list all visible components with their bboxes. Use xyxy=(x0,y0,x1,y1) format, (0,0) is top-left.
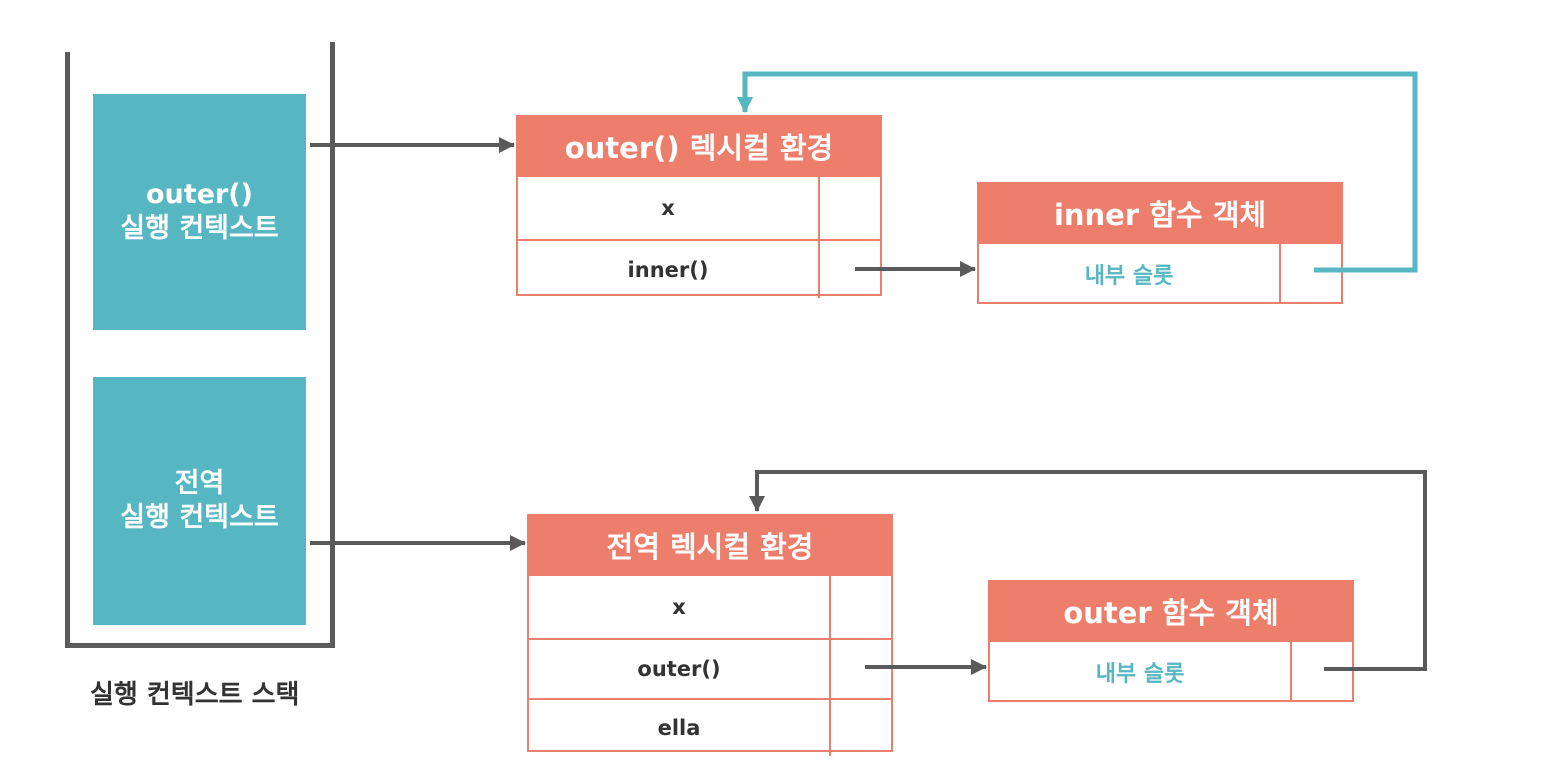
global-env-row-ella: ella xyxy=(529,698,891,756)
global-env-row-x-name: x xyxy=(672,595,686,619)
outer-env-row-inner-value xyxy=(818,241,880,298)
global-execution-context: 전역 실행 컨텍스트 xyxy=(93,377,306,625)
outer-function-object: outer 함수 객체 내부 슬롯 xyxy=(988,580,1354,702)
outer-execution-context: outer() 실행 컨텍스트 xyxy=(93,94,306,330)
inner-fn-slot-row: 내부 슬롯 xyxy=(979,242,1341,304)
stack-right-wall xyxy=(330,42,335,648)
outer-fn-slot-row: 내부 슬롯 xyxy=(990,640,1352,702)
global-lexical-environment: 전역 렉시컬 환경 x outer() ella xyxy=(527,514,893,756)
global-context-line2: 실행 컨텍스트 xyxy=(120,502,279,533)
outer-fn-slot-value xyxy=(1290,642,1352,702)
outer-fn-title: outer 함수 객체 xyxy=(990,582,1352,640)
outer-env-row-x: x xyxy=(518,175,880,239)
global-env-row-x: x xyxy=(529,574,891,638)
stack-bottom-wall xyxy=(65,643,335,648)
outer-env-row-x-name: x xyxy=(661,196,675,220)
inner-fn-slot-value xyxy=(1279,244,1341,304)
outer-lexical-environment: outer() 렉시컬 환경 x inner() xyxy=(516,115,882,298)
stack-left-wall xyxy=(65,52,70,648)
outer-env-row-x-value xyxy=(818,177,880,239)
outer-fn-internal-slot: 내부 슬롯 xyxy=(1095,662,1185,687)
global-env-row-ella-value xyxy=(829,700,891,756)
inner-function-object: inner 함수 객체 내부 슬롯 xyxy=(977,182,1343,304)
outer-env-title: outer() 렉시컬 환경 xyxy=(518,117,880,175)
global-env-title: 전역 렉시컬 환경 xyxy=(529,516,891,574)
global-env-row-outer-name: outer() xyxy=(637,657,721,681)
outer-env-row-inner-name: inner() xyxy=(627,257,709,282)
outer-env-row-inner: inner() xyxy=(518,239,880,298)
global-env-row-ella-name: ella xyxy=(657,716,701,740)
global-context-line1: 전역 xyxy=(174,468,225,499)
inner-fn-internal-slot: 내부 슬롯 xyxy=(1084,264,1174,289)
arrow-outer-slot-to-global-env xyxy=(749,470,1427,671)
inner-fn-title: inner 함수 객체 xyxy=(979,184,1341,242)
outer-context-line2: 실행 컨텍스트 xyxy=(120,213,279,244)
global-env-row-outer-value xyxy=(829,640,891,698)
stack-label: 실행 컨텍스트 스택 xyxy=(90,680,300,710)
global-env-row-x-value xyxy=(829,576,891,638)
arrow-inner-slot-to-outer-env xyxy=(737,71,1418,273)
global-env-row-outer: outer() xyxy=(529,638,891,698)
outer-context-line1: outer() xyxy=(146,179,253,210)
